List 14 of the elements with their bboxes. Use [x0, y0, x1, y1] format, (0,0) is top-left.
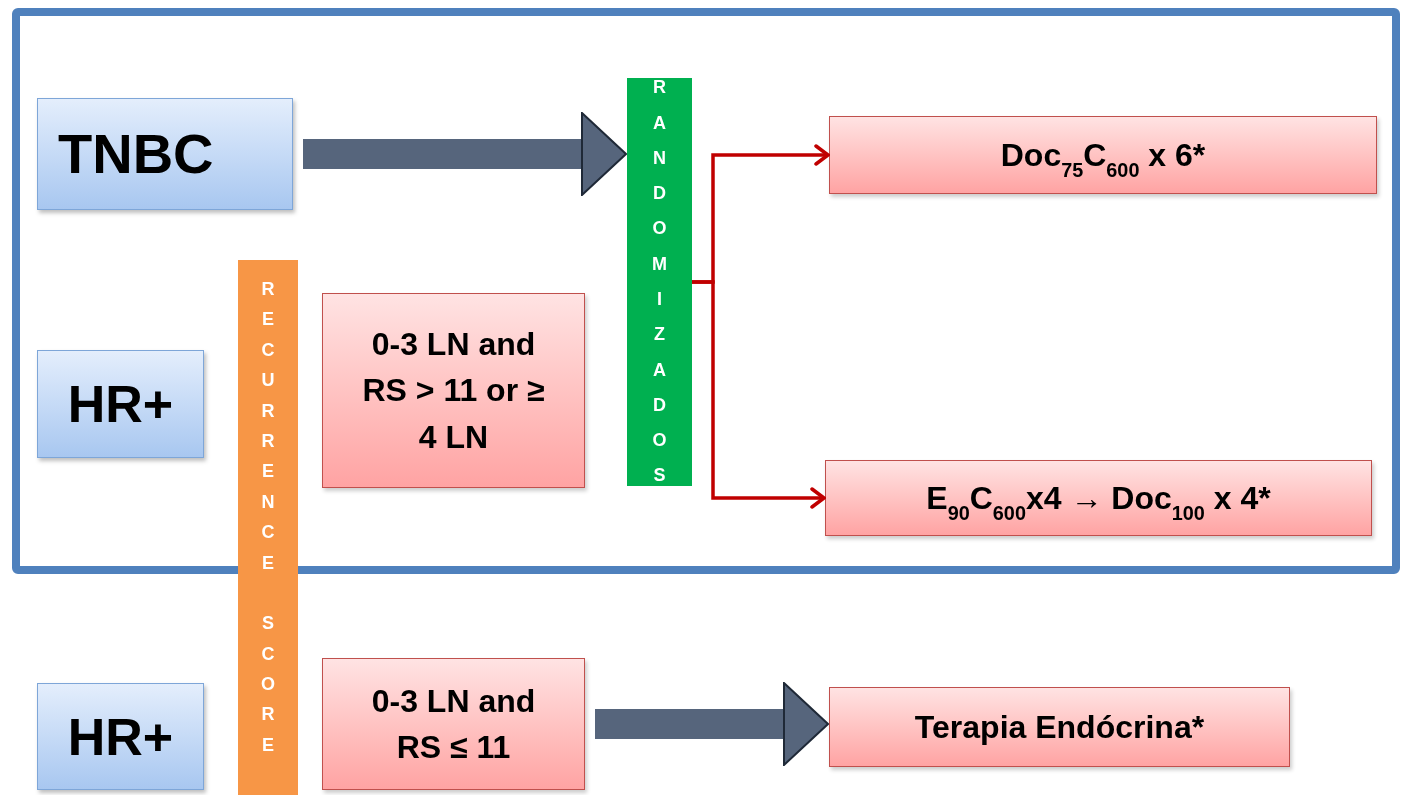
vertical-banner: RECURRENCE SCORE: [238, 260, 298, 795]
connector-arrow: [692, 280, 826, 509]
treatment-box: E$_{90}$C$_{600}$x4 → Doc$_{100}$ x 4*: [825, 460, 1372, 536]
block-arrow: [303, 112, 627, 196]
category-box: TNBC: [37, 98, 293, 210]
criteria-box: 0-3 LN and RS > 11 or ≥ 4 LN: [322, 293, 585, 488]
frame-box: [12, 8, 1400, 574]
category-box: HR+: [37, 683, 204, 790]
category-box: HR+: [37, 350, 204, 458]
treatment-box: Terapia Endócrina*: [829, 687, 1290, 767]
treatment-box: Doc$_{75}$C$_{600}$ x 6*: [829, 116, 1377, 194]
block-arrow: [595, 682, 829, 766]
criteria-box: 0-3 LN and RS ≤ 11: [322, 658, 585, 790]
vertical-banner: RANDOMIZADOS: [627, 78, 692, 486]
